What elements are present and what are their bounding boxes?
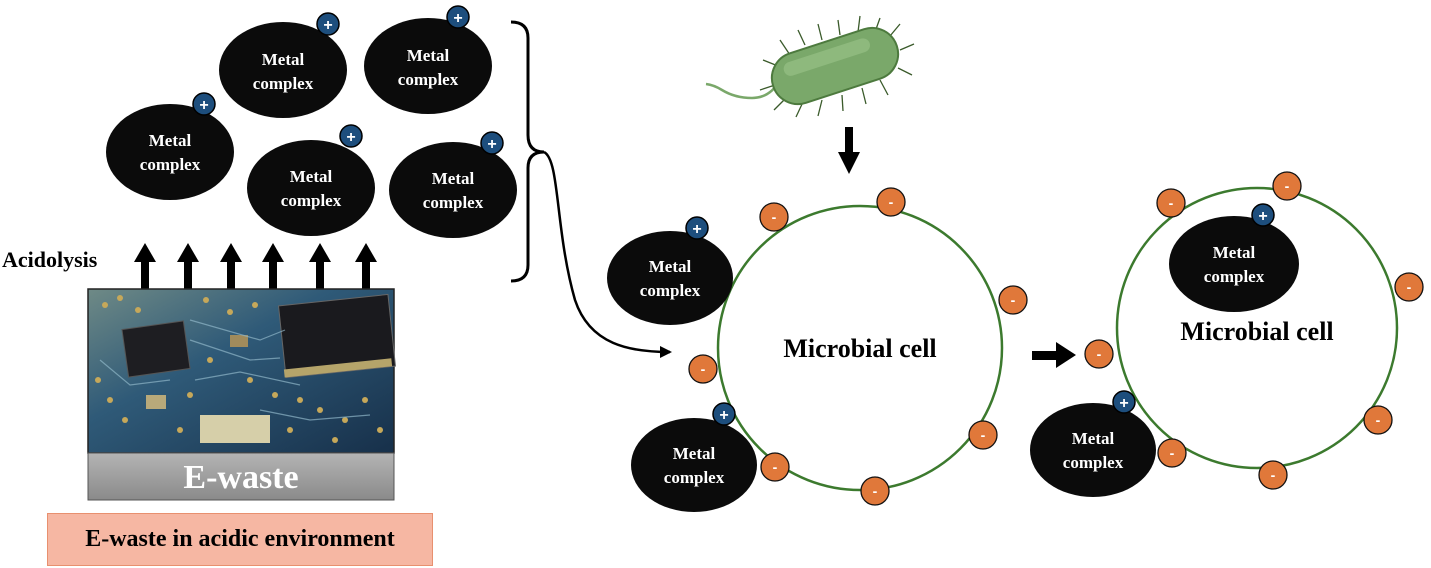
up-arrow-icon: [177, 243, 199, 290]
svg-text:-: -: [1407, 279, 1412, 295]
svg-text:-: -: [773, 459, 778, 475]
down-arrow-icon: [838, 127, 860, 174]
metal-complex-label: complex: [253, 74, 314, 93]
svg-text:-: -: [1376, 412, 1381, 428]
metal-complex-label: complex: [640, 281, 701, 300]
negative-charge-icon: -: [968, 420, 998, 450]
negative-charge-icon: -: [1157, 438, 1187, 468]
svg-text:-: -: [1011, 292, 1016, 308]
svg-text:-: -: [701, 361, 706, 377]
up-arrow-icon: [220, 243, 242, 290]
svg-text:-: -: [889, 194, 894, 210]
positive-charge-icon: +: [316, 12, 340, 36]
negative-charge-icon: -: [860, 476, 890, 506]
svg-text:+: +: [346, 129, 355, 146]
metal-complex: Metal complex +: [631, 402, 757, 512]
up-arrow-icon: [309, 243, 331, 290]
positive-charge-icon: +: [1251, 203, 1275, 227]
negative-charge-icon: -: [876, 187, 906, 217]
metal-complex-label: Metal: [262, 50, 305, 69]
metal-complex: Metal complex +: [1169, 203, 1299, 312]
acidolysis-label: Acidolysis: [2, 247, 98, 272]
positive-charge-icon: +: [1112, 390, 1136, 414]
negative-charge-icon: -: [760, 452, 790, 482]
ewaste-label: E-waste: [183, 459, 298, 496]
ewaste-caption-box: E-waste in acidic environment: [47, 513, 433, 566]
svg-text:-: -: [981, 427, 986, 443]
negative-charge-icon: -: [1363, 405, 1393, 435]
negative-charge-icon: -: [1272, 171, 1302, 201]
metal-complex: Metal complex +: [364, 5, 492, 114]
negative-charges-cell-1: - - - - - - -: [688, 187, 1028, 506]
curved-arrow-icon: [543, 150, 672, 358]
svg-text:+: +: [199, 97, 208, 114]
svg-text:+: +: [453, 10, 462, 27]
metal-complex: Metal complex +: [607, 216, 733, 325]
negative-charge-icon: -: [759, 202, 789, 232]
right-arrow-icon: [1032, 342, 1076, 368]
metal-complex-label: Metal: [1072, 429, 1115, 448]
svg-text:+: +: [719, 407, 728, 424]
metal-complex-label: complex: [281, 191, 342, 210]
negative-charge-icon: -: [1394, 272, 1424, 302]
negative-charge-icon: -: [1258, 460, 1288, 490]
up-arrow-icon: [134, 243, 156, 290]
svg-text:-: -: [1097, 346, 1102, 362]
metal-complex-label: complex: [398, 70, 459, 89]
metal-complex: Metal complex +: [389, 131, 517, 238]
metal-complex: Metal complex +: [1030, 390, 1156, 497]
bacterium-icon: [705, 15, 915, 118]
svg-text:+: +: [487, 136, 496, 153]
svg-text:-: -: [772, 209, 777, 225]
svg-text:+: +: [1258, 208, 1267, 225]
svg-text:+: +: [1119, 395, 1128, 412]
metal-complex-label: complex: [423, 193, 484, 212]
ewaste-bar: E-waste: [87, 452, 395, 501]
negative-charge-icon: -: [1156, 188, 1186, 218]
positive-charge-icon: +: [192, 92, 216, 116]
positive-charge-icon: +: [480, 131, 504, 155]
metal-complex-label: complex: [664, 468, 725, 487]
svg-text:-: -: [1170, 445, 1175, 461]
bracket-icon: [510, 20, 545, 283]
svg-text:-: -: [1169, 195, 1174, 211]
metal-complex-label: complex: [140, 155, 201, 174]
up-arrow-icon: [355, 243, 377, 290]
negative-charge-icon: -: [688, 354, 718, 384]
acidolysis-arrows: [134, 243, 377, 290]
positive-charge-icon: +: [712, 402, 736, 426]
positive-charge-icon: +: [446, 5, 470, 29]
metal-complex-label: Metal: [432, 169, 475, 188]
metal-complex: Metal complex +: [106, 92, 234, 200]
metal-complex-label: Metal: [290, 167, 333, 186]
metal-complex: Metal complex +: [219, 12, 347, 118]
microbial-cell: Microbial cell: [716, 204, 1004, 492]
metal-complex-label: Metal: [1213, 243, 1256, 262]
svg-text:-: -: [1285, 178, 1290, 194]
negative-charge-icon: -: [1084, 339, 1114, 369]
metal-complex-label: Metal: [649, 257, 692, 276]
svg-text:-: -: [1271, 467, 1276, 483]
circuit-board-image: [87, 288, 397, 454]
microbial-cell-label: Microbial cell: [1180, 317, 1333, 346]
ewaste-caption-label: E-waste in acidic environment: [85, 526, 395, 552]
metal-complex-label: complex: [1204, 267, 1265, 286]
metal-complex-label: Metal: [149, 131, 192, 150]
metal-complex: Metal complex +: [247, 124, 375, 236]
svg-text:+: +: [323, 17, 332, 34]
negative-charges-cell-2: - - - - - - -: [1084, 171, 1424, 490]
svg-text:-: -: [873, 483, 878, 499]
metal-complex-label: Metal: [407, 46, 450, 65]
metal-complex-label: Metal: [673, 444, 716, 463]
metal-complex-label: complex: [1063, 453, 1124, 472]
up-arrow-icon: [262, 243, 284, 290]
positive-charge-icon: +: [339, 124, 363, 148]
positive-charge-icon: +: [685, 216, 709, 240]
microbial-cell-label: Microbial cell: [783, 334, 936, 363]
negative-charge-icon: -: [998, 285, 1028, 315]
svg-text:+: +: [692, 221, 701, 238]
